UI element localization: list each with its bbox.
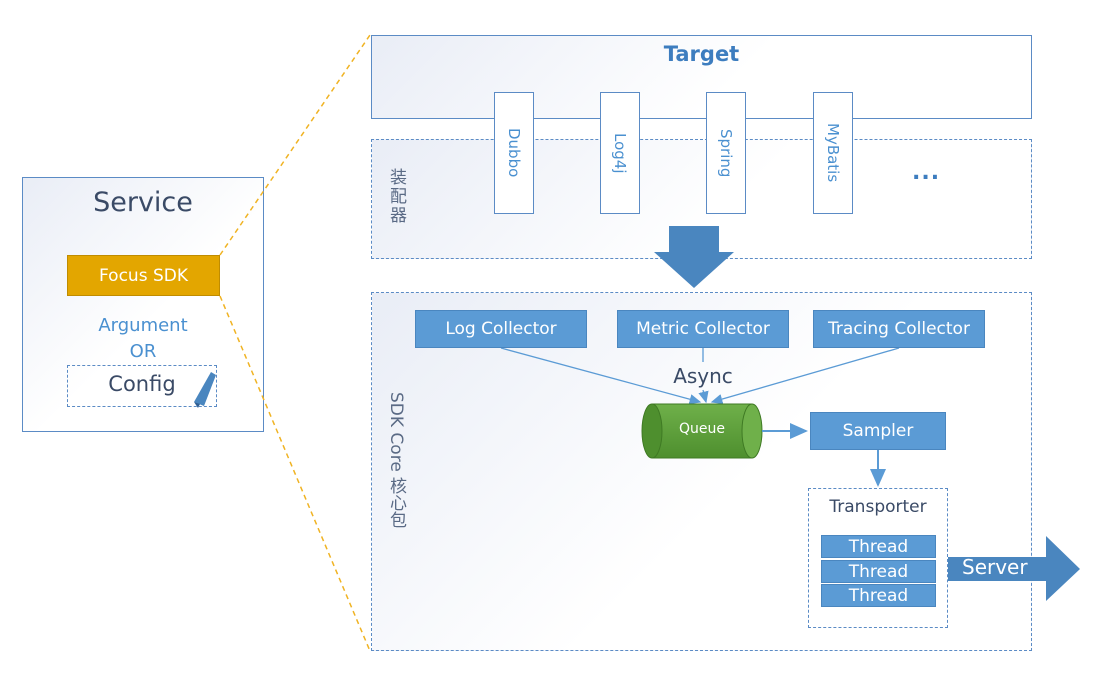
target-box [371,35,1032,119]
thread-label: Thread [848,561,909,582]
plugin-mybatis: MyBatis [813,92,853,214]
thread-label: Thread [848,536,909,557]
or-label: OR [129,341,157,362]
down-arrow-icon [654,226,734,288]
queue-cylinder [641,403,763,459]
zoom-line-top [219,34,371,256]
sdk-core-label: SDK Core 核心包 [386,392,406,529]
sampler-label: Sampler [842,421,914,441]
target-title: Target [663,42,740,66]
log-collector-box: Log Collector [415,310,587,348]
thread-box: Thread [821,560,936,583]
queue-label: Queue [679,421,725,437]
metric-collector-label: Metric Collector [636,319,770,339]
tracing-collector-box: Tracing Collector [813,310,985,348]
pencil-icon [194,372,216,406]
server-arrow-icon [948,536,1080,601]
transporter-label: Transporter [829,497,927,517]
plugin-label: Dubbo [505,128,523,178]
thread-label: Thread [848,585,909,606]
plugin-label: Log4j [611,132,629,174]
more-plugins-ellipsis: ... [912,160,941,185]
argument-label: Argument [98,315,188,336]
log-collector-label: Log Collector [445,319,557,339]
config-label: Config [108,372,176,396]
zoom-line-bottom [219,295,371,652]
focus-sdk-label: Focus SDK [99,265,188,286]
plugin-dubbo: Dubbo [494,92,534,214]
config-box [67,365,217,407]
thread-box: Thread [821,584,936,607]
thread-box: Thread [821,535,936,558]
server-label: Server [962,555,1028,579]
focus-sdk-box: Focus SDK [67,255,220,296]
metric-collector-box: Metric Collector [617,310,789,348]
service-title: Service [93,187,193,218]
plugin-label: MyBatis [824,123,842,183]
tracing-collector-label: Tracing Collector [828,319,970,339]
plugin-log4j: Log4j [600,92,640,214]
plugin-spring: Spring [706,92,746,214]
async-label: Async [673,364,733,388]
adapter-label: 装配器 [386,168,406,225]
plugin-label: Spring [717,128,735,178]
sampler-box: Sampler [810,412,946,450]
